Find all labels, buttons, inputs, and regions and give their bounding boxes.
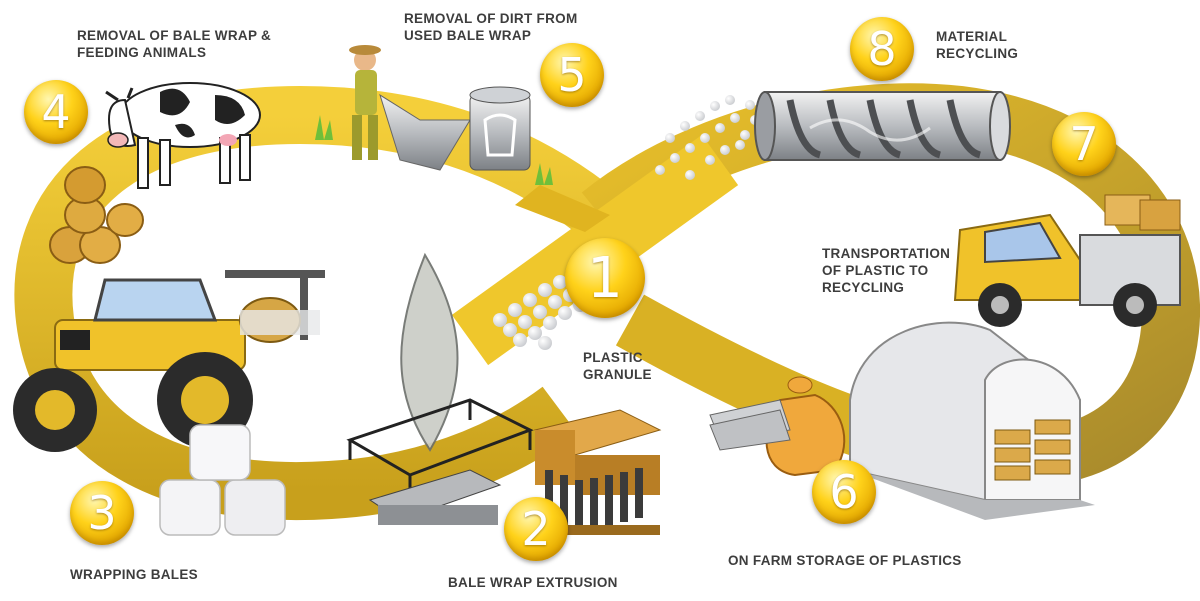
step-7-label-line: TRANSPORTATION: [822, 246, 951, 261]
screw-extruder-icon: [754, 91, 1011, 161]
step-4-label: REMOVAL OF BALE WRAP & FEEDING ANIMALS: [77, 27, 271, 61]
step-2-label-line: BALE WRAP EXTRUSION: [448, 575, 618, 590]
step-1-label-line: PLASTIC: [583, 350, 643, 365]
cow-icon: [105, 82, 261, 189]
step-1-badge: 1: [565, 238, 645, 318]
truck-icon: [953, 194, 1181, 327]
sack-icon: [709, 376, 846, 477]
step-3-badge: 3: [70, 481, 134, 545]
step-6-badge: 6: [812, 460, 876, 524]
grass-icon: [315, 115, 553, 185]
pallet-icon: [533, 409, 662, 535]
step-8-label-line: MATERIAL: [936, 29, 1008, 44]
step-7-label: TRANSPORTATION OF PLASTIC TO RECYCLING: [822, 245, 950, 296]
hay-bale-icon: [49, 166, 144, 264]
step-6-label: ON FARM STORAGE OF PLASTICS: [728, 552, 962, 569]
step-6-label-line: ON FARM STORAGE OF PLASTICS: [728, 553, 962, 568]
step-5-badge: 5: [540, 43, 604, 107]
granule-stream-icon: [655, 95, 760, 180]
silo-icon: [346, 252, 534, 525]
step-5-label-line: REMOVAL OF DIRT FROM: [404, 11, 578, 26]
step-4-label-line: FEEDING ANIMALS: [77, 45, 207, 60]
step-1-label-line: GRANULE: [583, 367, 652, 382]
tractor-icon: [13, 270, 325, 452]
step-8-label-line: RECYCLING: [936, 46, 1019, 61]
step-1-label: PLASTIC GRANULE: [583, 349, 652, 383]
storage-tunnel-icon: [849, 321, 1095, 520]
step-3-label-line: WRAPPING BALES: [70, 567, 198, 582]
step-5-label-line: USED BALE WRAP: [404, 28, 532, 43]
step-8-badge: 8: [850, 17, 914, 81]
step-3-label: WRAPPING BALES: [70, 566, 198, 583]
step-7-label-line: OF PLASTIC TO: [822, 263, 929, 278]
step-5-label: REMOVAL OF DIRT FROM USED BALE WRAP: [404, 10, 578, 44]
farmer-icon: [349, 45, 471, 171]
step-2-label: BALE WRAP EXTRUSION: [448, 574, 618, 591]
step-7-label-line: RECYCLING: [822, 280, 905, 295]
step-2-badge: 2: [504, 497, 568, 561]
bin-icon: [469, 86, 531, 171]
step-4-badge: 4: [24, 80, 88, 144]
step-4-label-line: REMOVAL OF BALE WRAP &: [77, 28, 272, 43]
wrapped-bale-icon: [159, 424, 286, 536]
step-7-badge: 7: [1052, 112, 1116, 176]
step-8-label: MATERIAL RECYCLING: [936, 28, 1018, 62]
